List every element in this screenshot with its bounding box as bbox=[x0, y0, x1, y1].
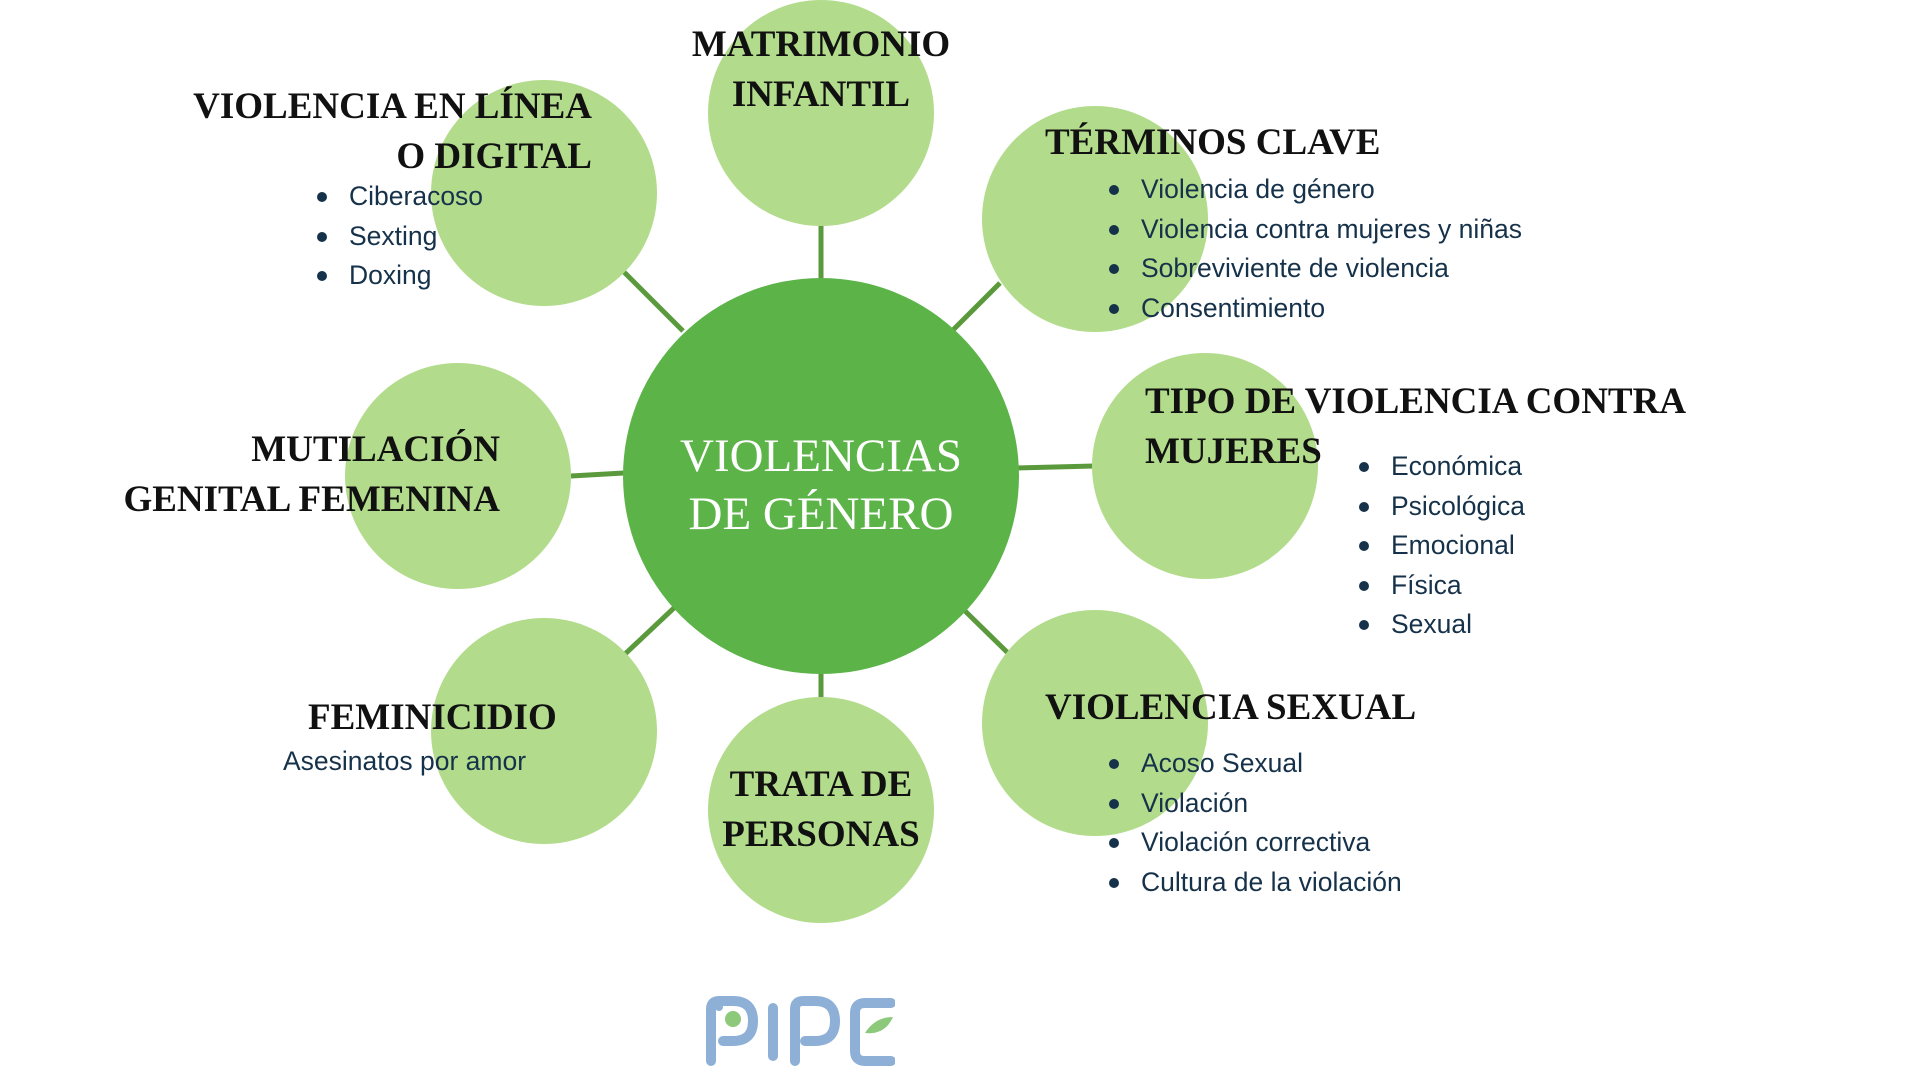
circle-tipo bbox=[1092, 353, 1318, 579]
center-title-line-1: VIOLENCIAS bbox=[680, 430, 962, 482]
circle-digital bbox=[431, 80, 657, 306]
node-tipo-item: Sexual bbox=[1358, 605, 1525, 645]
circle-terminos bbox=[982, 106, 1208, 332]
node-sexual-list: Acoso Sexual Violación Violación correct… bbox=[1108, 744, 1402, 902]
node-tipo-item: Económica bbox=[1358, 447, 1525, 487]
circle-matrimonio bbox=[708, 0, 934, 226]
node-mutilacion-title-line-2: GENITAL FEMENINA bbox=[123, 479, 500, 520]
logo-letter-i-icon bbox=[768, 1003, 778, 1061]
node-tipo-item: Psicológica bbox=[1358, 487, 1525, 527]
node-sexual-title: VIOLENCIA SEXUAL bbox=[1045, 683, 1416, 733]
circle-feminicidio bbox=[431, 618, 657, 844]
connector-feminicidio bbox=[622, 605, 677, 657]
node-sexual-item: Violación bbox=[1108, 784, 1402, 824]
connector-tipo bbox=[1015, 463, 1095, 471]
node-tipo-title-line-2: MUJERES bbox=[1145, 431, 1322, 472]
node-trata-title-line-1: TRATA DE bbox=[729, 764, 913, 805]
node-tipo-list: Económica Psicológica Emocional Física S… bbox=[1358, 447, 1525, 645]
node-tipo-title-line-1: TIPO DE VIOLENCIA CONTRA bbox=[1145, 381, 1687, 422]
node-terminos-list: Violencia de género Violencia contra muj… bbox=[1108, 170, 1522, 328]
node-feminicidio-subtext: Asesinatos por amor bbox=[283, 746, 527, 776]
logo-letter-p-icon bbox=[706, 996, 759, 1066]
node-sexual-item: Violación correctiva bbox=[1108, 823, 1402, 863]
connector-digital bbox=[621, 269, 685, 333]
node-mutilacion-title: MUTILACIÓN GENITAL FEMENINA bbox=[60, 425, 500, 525]
connector-mutilacion bbox=[570, 470, 625, 479]
node-digital-title: VIOLENCIA EN LÍNEA O DIGITAL bbox=[130, 82, 592, 182]
connector-terminos bbox=[951, 281, 1002, 332]
node-terminos-item: Sobreviviente de violencia bbox=[1108, 249, 1522, 289]
circle-sexual bbox=[982, 610, 1208, 836]
node-digital-item: Doxing bbox=[316, 256, 483, 296]
node-terminos-title: TÉRMINOS CLAVE bbox=[1045, 118, 1380, 168]
node-terminos-item: Consentimiento bbox=[1108, 289, 1522, 329]
node-feminicidio-title: FEMINICIDIO bbox=[308, 693, 557, 743]
node-mutilacion-title-line-1: MUTILACIÓN bbox=[251, 429, 500, 470]
node-digital-list: Ciberacoso Sexting Doxing bbox=[316, 177, 483, 296]
node-trata-title-line-2: PERSONAS bbox=[722, 814, 920, 855]
logo-letter-p2-icon bbox=[790, 996, 841, 1066]
node-terminos-item: Violencia de género bbox=[1108, 170, 1522, 210]
center-title: VIOLENCIAS DE GÉNERO bbox=[626, 427, 1016, 543]
node-matrimonio-title-line-2: INFANTIL bbox=[731, 74, 911, 115]
center-circle bbox=[623, 278, 1019, 674]
node-matrimonio-title-line-1: MATRIMONIO bbox=[691, 24, 951, 65]
connector-sexual bbox=[961, 607, 1012, 657]
center-title-line-2: DE GÉNERO bbox=[688, 488, 954, 540]
node-digital-item: Sexting bbox=[316, 217, 483, 257]
node-trata-title: TRATA DE PERSONAS bbox=[676, 760, 966, 860]
node-matrimonio-title: MATRIMONIO INFANTIL bbox=[676, 20, 966, 120]
node-tipo-item: Emocional bbox=[1358, 526, 1525, 566]
node-tipo-title: TIPO DE VIOLENCIA CONTRA MUJERES bbox=[1145, 377, 1686, 477]
node-sexual-title-line-1: VIOLENCIA SEXUAL bbox=[1045, 687, 1417, 728]
circle-trata bbox=[708, 697, 934, 923]
node-sexual-item: Cultura de la violación bbox=[1108, 863, 1402, 903]
node-digital-title-line-2: O DIGITAL bbox=[396, 136, 592, 177]
node-digital-title-line-1: VIOLENCIA EN LÍNEA bbox=[193, 86, 592, 127]
circle-mutilacion bbox=[345, 363, 571, 589]
node-tipo-item: Física bbox=[1358, 566, 1525, 606]
node-sexual-item: Acoso Sexual bbox=[1108, 744, 1402, 784]
node-digital-item: Ciberacoso bbox=[316, 177, 483, 217]
logo-letter-e-icon bbox=[850, 998, 895, 1066]
node-feminicidio-title-line-1: FEMINICIDIO bbox=[308, 697, 557, 738]
pipe-logo bbox=[706, 996, 895, 1066]
node-terminos-item: Violencia contra mujeres y niñas bbox=[1108, 210, 1522, 250]
node-terminos-title-line-1: TÉRMINOS CLAVE bbox=[1045, 122, 1381, 163]
